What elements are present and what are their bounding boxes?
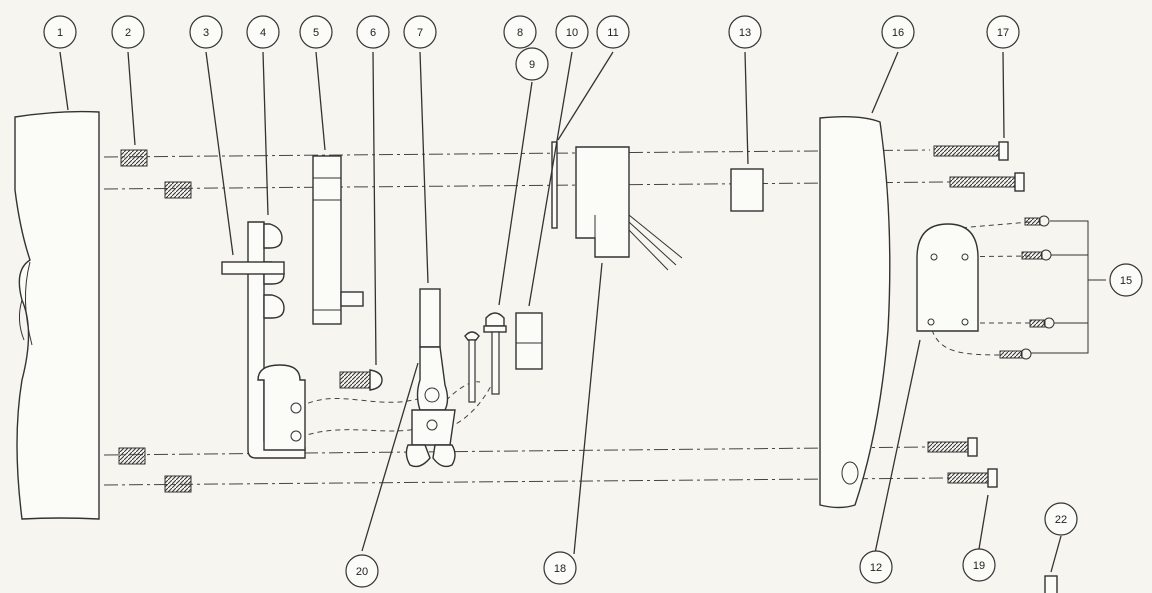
part-11-switch (551, 141, 683, 271)
callout-label: 13 (739, 27, 751, 39)
callout-label: 4 (260, 27, 266, 39)
callout-16: 16 (881, 15, 915, 49)
callout-label: 20 (356, 566, 368, 578)
callout-5: 5 (299, 15, 333, 49)
callout-circle (515, 47, 549, 81)
callout-7: 7 (403, 15, 437, 49)
callout-label: 2 (125, 27, 131, 39)
part-15-small-screws (999, 215, 1106, 360)
callout-label: 18 (554, 563, 566, 575)
callout-22: 22 (1044, 502, 1078, 536)
part-1-left-housing (14, 110, 100, 520)
part-4-bracket (247, 221, 306, 459)
callout-label: 15 (1120, 275, 1132, 287)
callout-17: 17 (986, 15, 1020, 49)
callout-circle (43, 15, 77, 49)
callout-2: 2 (111, 15, 145, 49)
part-10-block (515, 312, 543, 370)
callout-circle (189, 15, 223, 49)
callout-circle (859, 550, 893, 584)
callout-circle (356, 15, 390, 49)
callout-19: 19 (962, 548, 996, 582)
callout-circle (986, 15, 1020, 49)
part-6-screw (339, 369, 383, 391)
callout-4: 4 (246, 15, 280, 49)
callout-circle (111, 15, 145, 49)
callout-label: 6 (370, 27, 376, 39)
callout-circle (299, 15, 333, 49)
callout-label: 9 (529, 59, 535, 71)
callout-circle (246, 15, 280, 49)
callout-label: 11 (607, 27, 618, 39)
part-16-right-cover (819, 115, 891, 509)
part-5-slide (312, 155, 364, 325)
callout-12: 12 (859, 550, 893, 584)
callout-label: 12 (870, 562, 882, 574)
callout-1: 1 (43, 15, 77, 49)
part-13-block (730, 168, 764, 212)
part-8-9-screws (464, 312, 507, 403)
callout-label: 19 (973, 560, 985, 572)
callout-circle (596, 15, 630, 49)
part-3-flat-bars (221, 261, 285, 275)
callout-15: 15 (1109, 263, 1143, 297)
callout-circle (345, 554, 379, 588)
callout-circle (555, 15, 589, 49)
callout-label: 8 (517, 27, 523, 39)
callout-circle (503, 15, 537, 49)
callout-circle (403, 15, 437, 49)
callout-label: 5 (313, 27, 319, 39)
callout-10: 10 (555, 15, 589, 49)
callout-circle (1044, 502, 1078, 536)
callout-label: 22 (1055, 514, 1067, 526)
part-22-pin (1044, 575, 1058, 593)
callout-label: 10 (566, 27, 578, 39)
callout-label: 17 (997, 27, 1009, 39)
callout-label: 1 (57, 27, 63, 39)
callout-6: 6 (356, 15, 390, 49)
callout-20: 20 (345, 554, 379, 588)
callout-label: 3 (203, 27, 209, 39)
callout-circle (728, 15, 762, 49)
part-17-19-screws (927, 141, 1025, 488)
callout-label: 16 (892, 27, 904, 39)
callout-18: 18 (543, 551, 577, 585)
callout-9: 9 (515, 47, 549, 81)
leader-lines (59, 51, 1062, 573)
part-12-plate (916, 223, 979, 332)
callout-circle (1109, 263, 1143, 297)
callout-label: 7 (417, 27, 423, 39)
callout-3: 3 (189, 15, 223, 49)
part-2-inserts (118, 149, 192, 493)
callout-circle (881, 15, 915, 49)
callout-8: 8 (503, 15, 537, 49)
callout-13: 13 (728, 15, 762, 49)
callout-circle (543, 551, 577, 585)
part-7-lever (405, 288, 456, 468)
callout-11: 11 (596, 15, 630, 49)
callout-circle (962, 548, 996, 582)
assembly-lines (103, 149, 1031, 486)
